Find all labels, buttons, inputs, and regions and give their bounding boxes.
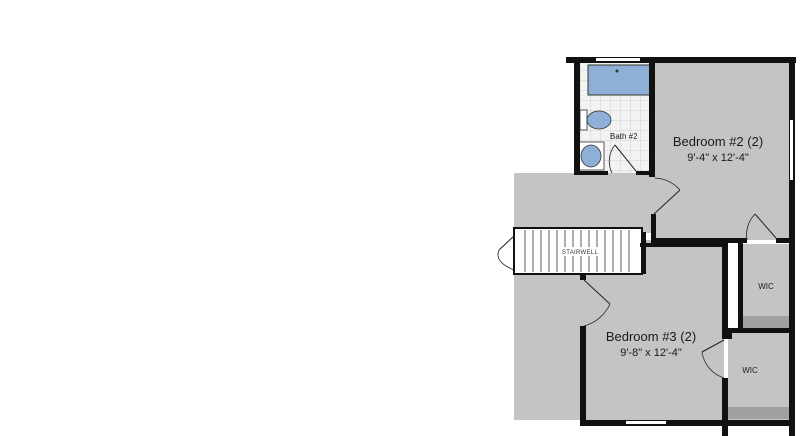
wic-lower-floor bbox=[728, 332, 790, 421]
window-bottom bbox=[626, 421, 666, 424]
stair-label-bg bbox=[560, 247, 600, 256]
sink-basin bbox=[580, 144, 602, 168]
bathtub bbox=[587, 64, 651, 96]
tub-drain bbox=[615, 69, 619, 73]
bedroom2-floor bbox=[653, 62, 791, 240]
wic-upper-label: WIC bbox=[758, 282, 774, 291]
window-top bbox=[596, 58, 640, 61]
bedroom3-name: Bedroom #3 (2) bbox=[606, 329, 696, 344]
bath-fixtures: Bath #2 bbox=[577, 64, 651, 171]
hall-floor bbox=[514, 173, 654, 233]
bath2-label: Bath #2 bbox=[610, 132, 638, 141]
stairwell-label: STAIRWELL bbox=[562, 250, 599, 256]
toilet-tank bbox=[579, 109, 588, 131]
closet-shelf-upper bbox=[742, 316, 790, 330]
bedroom3-dims: 9'-8" x 12'-4" bbox=[620, 347, 682, 359]
walls bbox=[566, 57, 796, 436]
closet-shelf-lower bbox=[728, 407, 790, 419]
stairwell: STAIRWELL bbox=[513, 227, 643, 275]
window-right bbox=[790, 120, 793, 180]
room-labels: Bedroom #2 (2) 9'-4" x 12'-4" Bedroom #3… bbox=[606, 134, 774, 375]
stair-treads bbox=[524, 230, 630, 272]
bedroom2-dims: 9'-4" x 12'-4" bbox=[687, 152, 749, 164]
bedroom2-name: Bedroom #2 (2) bbox=[673, 134, 763, 149]
doors bbox=[497, 144, 777, 379]
wic-lower-label: WIC bbox=[742, 366, 758, 375]
floor-areas bbox=[514, 62, 791, 421]
wic-upper-floor bbox=[742, 244, 790, 330]
toilet-bowl bbox=[586, 110, 612, 130]
